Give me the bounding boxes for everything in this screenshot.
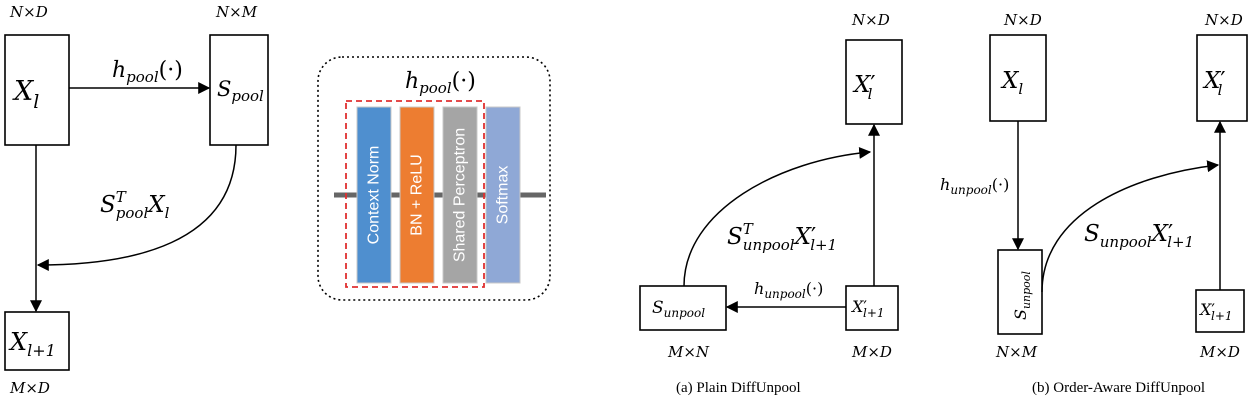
s-unpool-label: Sunpool [652, 298, 705, 320]
x-prime-next-box [1195, 289, 1245, 333]
dim-label-nxm: N×M [215, 3, 258, 21]
x-l-label: Xl [1000, 68, 1023, 98]
dim-label-nxd-right: N×D [1204, 11, 1243, 29]
layer-bar-bn-relu [399, 106, 435, 284]
x-prime-next-box [845, 285, 899, 331]
module-title: hpool(·) [405, 69, 476, 97]
unpool-transfer-label: SunpoolX′l+1 [1084, 221, 1194, 251]
x-prime-label: X′l [852, 72, 876, 103]
x-next-label: Xl+1 [8, 328, 56, 360]
x-prime-next-label: X′l+1 [1198, 300, 1233, 323]
x-prime-box [1196, 34, 1248, 122]
layer-bar-context-norm [356, 106, 392, 284]
layer-label: Softmax [495, 166, 512, 225]
x-prime-label: X′l [1202, 68, 1226, 99]
x-l-box [989, 34, 1047, 122]
s-pool-label: Spool [217, 77, 264, 105]
layer-label: BN + ReLU [409, 154, 426, 235]
x-l-box [4, 34, 70, 146]
dim-label-mxd: M×D [9, 379, 50, 397]
x-prime-next-label: X′l+1 [850, 297, 885, 320]
order-aware-diffunpool-panel: N×D N×D Xl X′l hunpool(·) Sunpool Sunpoo… [940, 11, 1248, 396]
s-unpool-vertical-box [997, 249, 1043, 335]
x-l-label: Xl [12, 76, 39, 113]
caption-a: (a) Plain DiffUnpool [676, 380, 801, 396]
dim-label-mxn: M×N [667, 343, 710, 361]
h-unpool-label: hunpool(·) [940, 175, 1009, 197]
shared-block-outline [345, 100, 485, 288]
layer-bar-shared-perceptron [442, 106, 478, 284]
h-pool-label: hpool(·) [112, 58, 183, 86]
dim-label-mxd: M×D [851, 343, 892, 361]
h-unpool-label: hunpool(·) [754, 279, 823, 301]
layer-bar-softmax [485, 106, 521, 284]
pool-transfer-curve [36, 144, 237, 271]
x-next-box [4, 311, 70, 371]
caption-b: (b) Order-Aware DiffUnpool [1032, 380, 1205, 396]
unpool-transfer-curve [683, 146, 872, 287]
module-layers: Context Norm BN + ReLU Shared Perceptron So… [334, 106, 546, 284]
dim-label-nxd-left: N×D [1003, 11, 1042, 29]
s-unpool-box [639, 285, 727, 331]
layer-label: Shared Perceptron [452, 128, 469, 262]
layer-label: Context Norm [366, 146, 383, 245]
dim-label-nxd: N×D [851, 11, 890, 29]
s-pool-box [209, 34, 269, 146]
unpool-transfer-curve [1041, 160, 1220, 293]
h-pool-module: hpool(·) Context Norm BN + ReLU Shared Per… [317, 56, 551, 301]
dim-label-nxd: N×D [9, 3, 48, 21]
s-unpool-vertical-label: Sunpool [1011, 271, 1033, 320]
dim-label-mxd: M×D [1199, 343, 1240, 361]
dim-label-nxm: N×M [995, 343, 1038, 361]
x-prime-box [845, 39, 903, 125]
